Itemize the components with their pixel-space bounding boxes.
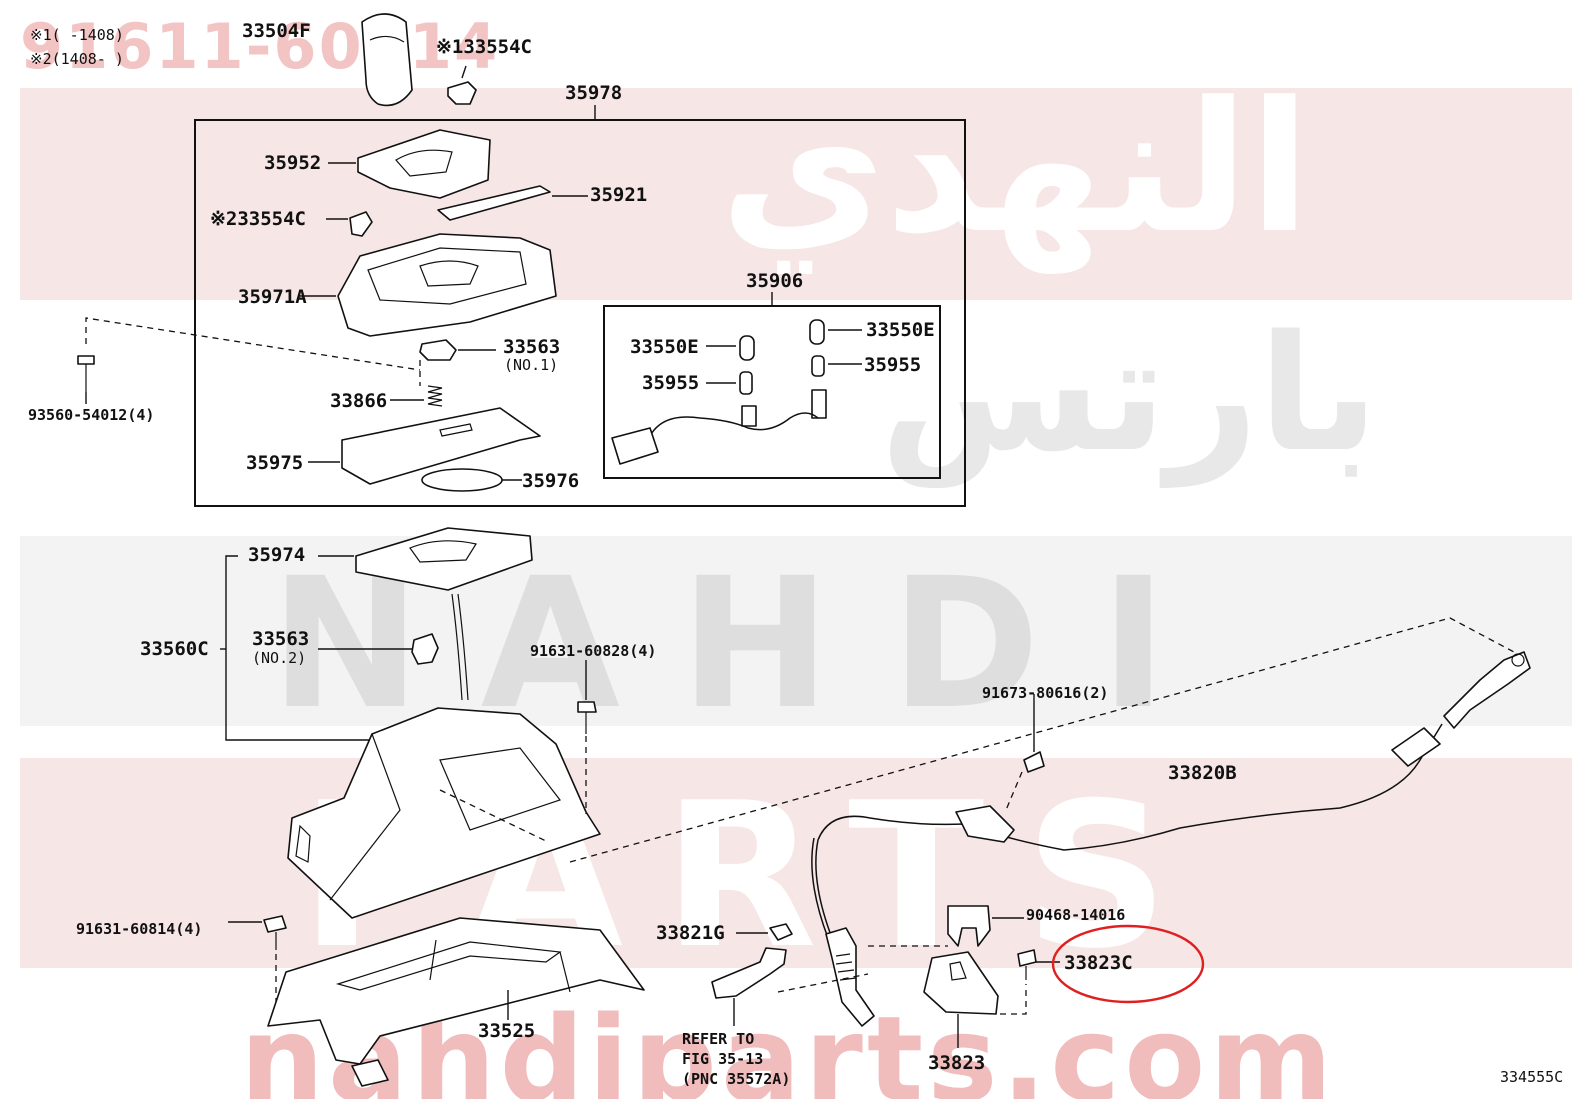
watermark-part-number: 91611-60814 (20, 10, 500, 83)
label-91631-60814[interactable]: 91631-60814(4) (76, 920, 203, 938)
cable-end-33820B (1443, 651, 1531, 729)
spring-33866 (427, 385, 443, 407)
socket-35955-right (811, 355, 825, 377)
label-90468-14016[interactable]: 90468-14016 (1026, 906, 1126, 924)
clip-90468-14016 (947, 905, 991, 947)
base-bracket-33525 (267, 917, 645, 1065)
cable-lower-end (825, 927, 875, 1027)
label-33866[interactable]: 33866 (330, 390, 388, 412)
connector-35906 (611, 427, 659, 465)
bolt-91673-80616 (1023, 751, 1045, 773)
label-93560-54012[interactable]: 93560-54012(4) (28, 406, 155, 424)
bracket-33823 (923, 951, 999, 1015)
clip-33554C-2 (349, 211, 373, 237)
label-33821G[interactable]: 33821G (656, 922, 725, 944)
label-91673-80616[interactable]: 91673-80616(2) (982, 684, 1109, 702)
bulb-33550E-left (739, 335, 755, 361)
bolt-91631-60828 (577, 701, 597, 713)
shift-knob-33504F (361, 13, 413, 107)
label-35921[interactable]: 35921 (590, 184, 648, 206)
label-33823C[interactable]: 33823C (1064, 952, 1133, 974)
label-35975[interactable]: 35975 (246, 452, 304, 474)
label-33504F[interactable]: 33504F (242, 20, 311, 42)
label-33563-no1-sub: (NO.1) (504, 356, 559, 374)
label-33823[interactable]: 33823 (928, 1052, 986, 1074)
cover-35975 (341, 407, 541, 485)
shift-lever-base-33560C (287, 707, 601, 919)
label-35971A[interactable]: 35971A (238, 286, 307, 308)
bolt-93560 (77, 355, 95, 365)
label-33525[interactable]: 33525 (478, 1020, 536, 1042)
clip-33554C-1 (447, 81, 477, 105)
shift-lock-33563-no1 (419, 339, 457, 361)
position-plate-35974 (355, 527, 533, 591)
label-33820B[interactable]: 33820B (1168, 762, 1237, 784)
label-35955-left[interactable]: 35955 (642, 372, 700, 394)
watermark-arabic-brand: النهدي (720, 64, 1311, 273)
watermark-arabic-brand-2: بارتس (880, 300, 1379, 487)
bracket-35572A (711, 947, 787, 999)
label-35976[interactable]: 35976 (522, 470, 580, 492)
label-33563-no2-sub: (NO.2) (252, 649, 307, 667)
label-35906[interactable]: 35906 (746, 270, 804, 292)
label-35955-right[interactable]: 35955 (864, 354, 922, 376)
label-33554C-1[interactable]: ※133554C (436, 36, 532, 58)
label-35952[interactable]: 35952 (264, 152, 322, 174)
label-33550E-right[interactable]: 33550E (866, 319, 935, 341)
cable-bracket (955, 805, 1015, 843)
bulb-33550E-right (809, 319, 825, 345)
label-35974[interactable]: 35974 (248, 544, 306, 566)
note-2: ※2(1408- ) (30, 50, 124, 68)
watermark-band-bottom (20, 758, 1572, 968)
label-33550E-left[interactable]: 33550E (630, 336, 699, 358)
bezel-35952 (357, 129, 491, 199)
label-33560C[interactable]: 33560C (140, 638, 209, 660)
label-91631-60828[interactable]: 91631-60828(4) (530, 642, 657, 660)
refer-line-3: (PNC 35572A) (682, 1070, 791, 1088)
diagram-code: 334555C (1500, 1068, 1564, 1086)
bolt-91631-60814 (263, 915, 287, 933)
note-1: ※1( -1408) (30, 26, 124, 44)
label-35978[interactable]: 35978 (565, 82, 623, 104)
shift-lock-33563-no2 (411, 633, 439, 665)
plate-35976 (421, 468, 503, 492)
label-33563-no2[interactable]: 33563 (252, 628, 310, 650)
nut-33821G (769, 923, 793, 941)
shift-lever-rod (451, 593, 463, 701)
wire-harness-35906 (647, 412, 819, 441)
watermark-band-middle (20, 536, 1572, 726)
highlight-circle-33823C (1051, 924, 1205, 1004)
refer-line-2: FIG 35-13 (682, 1050, 764, 1068)
control-cable-33820B (815, 723, 1443, 939)
bolt-33823C (1017, 949, 1037, 967)
refer-line-1: REFER TO (682, 1030, 755, 1048)
assembly-box-35978 (194, 119, 966, 507)
socket-35955-left (739, 371, 753, 395)
label-33563-no1[interactable]: 33563 (503, 336, 561, 358)
indicator-strip-35921 (437, 185, 551, 221)
label-33554C-2[interactable]: ※233554C (210, 208, 306, 230)
watermark-band-top (20, 88, 1572, 300)
